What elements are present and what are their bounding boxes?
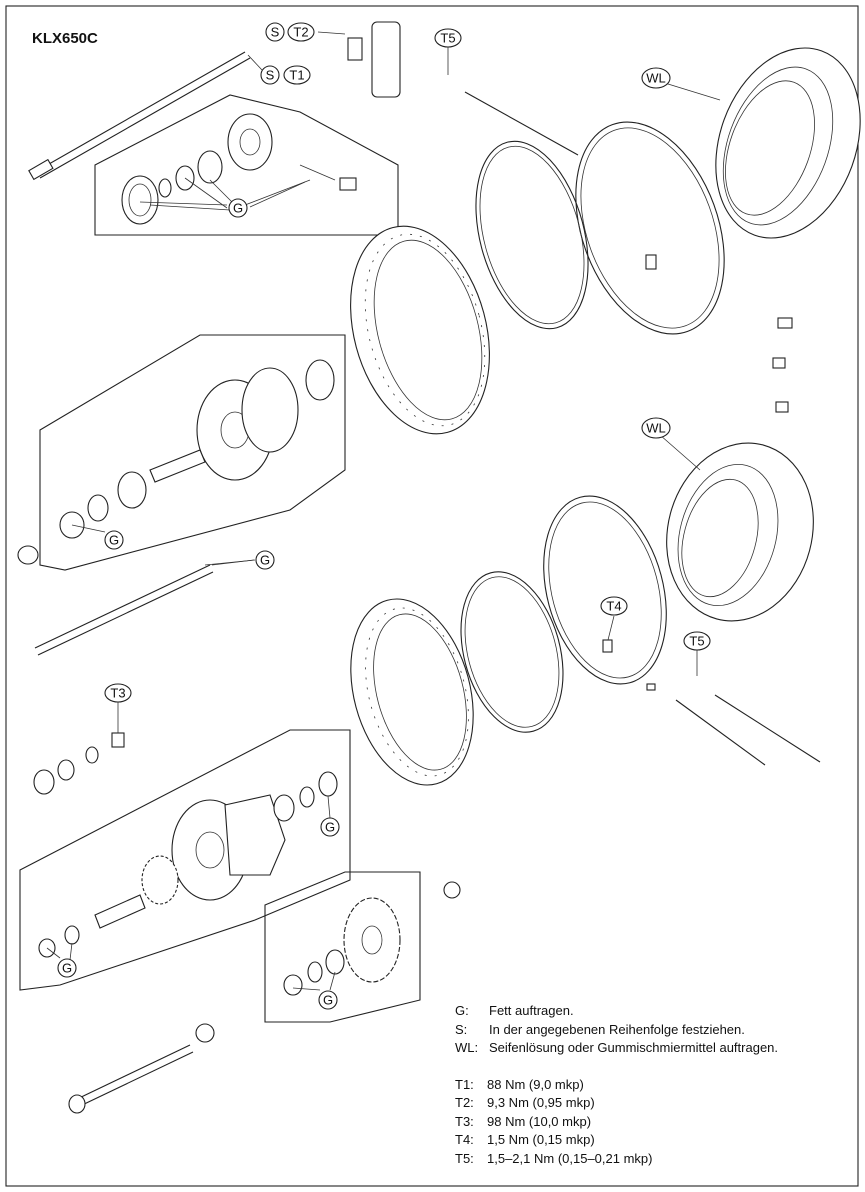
svg-text:T4: T4	[606, 599, 621, 614]
svg-text:G: G	[109, 533, 119, 548]
callout-G-upper: G	[228, 198, 248, 218]
callout-G-sprocket: G	[318, 990, 338, 1010]
rear-hub-group	[19, 729, 351, 991]
leader-lines	[46, 46, 721, 991]
torque-spec: T5:1,5–2,1 Nm (0,15–0,21 mkp)	[455, 1150, 653, 1166]
page-frame	[5, 5, 859, 1187]
rim-upper	[350, 225, 490, 435]
svg-text:T5: T5	[689, 634, 704, 649]
tire-lower	[666, 442, 814, 622]
callout-S-T2: S T2	[265, 22, 315, 42]
front-hub-parts	[59, 359, 335, 539]
front-hub-group	[39, 334, 346, 571]
tube-lower	[543, 495, 667, 685]
svg-text:G: G	[325, 820, 335, 835]
spacer	[17, 545, 39, 565]
svg-text:G: G	[62, 961, 72, 976]
svg-text:T1: T1	[289, 68, 304, 83]
rear-axle-bottom	[68, 1023, 215, 1114]
callout-T5-lower: T5	[683, 631, 711, 651]
spoke-top	[464, 91, 579, 156]
rim-band-upper	[475, 140, 589, 330]
svg-text:G: G	[323, 993, 333, 1008]
svg-text:G: G	[233, 201, 243, 216]
valve-caps	[772, 317, 793, 413]
rim-band-lower	[460, 571, 564, 733]
callout-T4: T4	[600, 596, 628, 616]
sprocket-parts	[283, 897, 401, 996]
callout-T5-top: T5	[434, 28, 462, 48]
upper-hub-group	[94, 94, 399, 236]
svg-text:T3: T3	[110, 686, 125, 701]
rear-axle-top	[28, 51, 263, 181]
torque-spec: T4:1,5 Nm (0,15 mkp)	[455, 1132, 595, 1147]
svg-text:S: S	[266, 68, 275, 83]
upper-hub-parts	[121, 113, 357, 225]
callout-G-rear-hub-right: G	[320, 817, 340, 837]
fork-clamp	[317, 21, 401, 98]
legend-note: WL:Seifenlösung oder Gummischmiermittel …	[455, 1040, 779, 1055]
model-title: KLX650C	[32, 30, 98, 47]
tube-upper	[575, 121, 725, 335]
svg-text:WL: WL	[646, 71, 666, 86]
spokes-lower	[646, 683, 821, 766]
legend-note: S:In der angegebenen Reihenfolge festzie…	[455, 1021, 745, 1037]
svg-text:T2: T2	[293, 25, 308, 40]
sprocket-group	[264, 871, 421, 1023]
tire-upper	[715, 47, 861, 239]
legend-note: G:Fett auftragen.	[455, 1003, 574, 1018]
svg-text:S: S	[271, 25, 280, 40]
callout-WL-top: WL	[641, 67, 671, 89]
svg-text:T5: T5	[440, 31, 455, 46]
nut	[443, 881, 461, 899]
callout-T3: T3	[104, 683, 132, 703]
torque-spec: T1:88 Nm (9,0 mkp)	[455, 1076, 584, 1092]
torque-spec: T3:98 Nm (10,0 mkp)	[455, 1113, 592, 1129]
callout-G-front-hub: G	[104, 530, 124, 550]
callout-S-T1: S T1	[260, 65, 311, 85]
torque-spec: T2:9,3 Nm (0,95 mkp)	[455, 1095, 595, 1110]
callout-G-axle: G	[255, 550, 275, 570]
svg-text:WL: WL	[646, 421, 666, 436]
svg-text:G: G	[260, 553, 270, 568]
callout-WL-lower: WL	[641, 417, 671, 439]
front-axle	[34, 559, 256, 656]
rear-hub-parts	[33, 732, 338, 958]
rim-lower	[350, 598, 474, 786]
callout-G-rear-hub-left: G	[57, 958, 77, 978]
legend: G:Fett auftragen. S:In der angegebenen R…	[455, 1002, 778, 1168]
